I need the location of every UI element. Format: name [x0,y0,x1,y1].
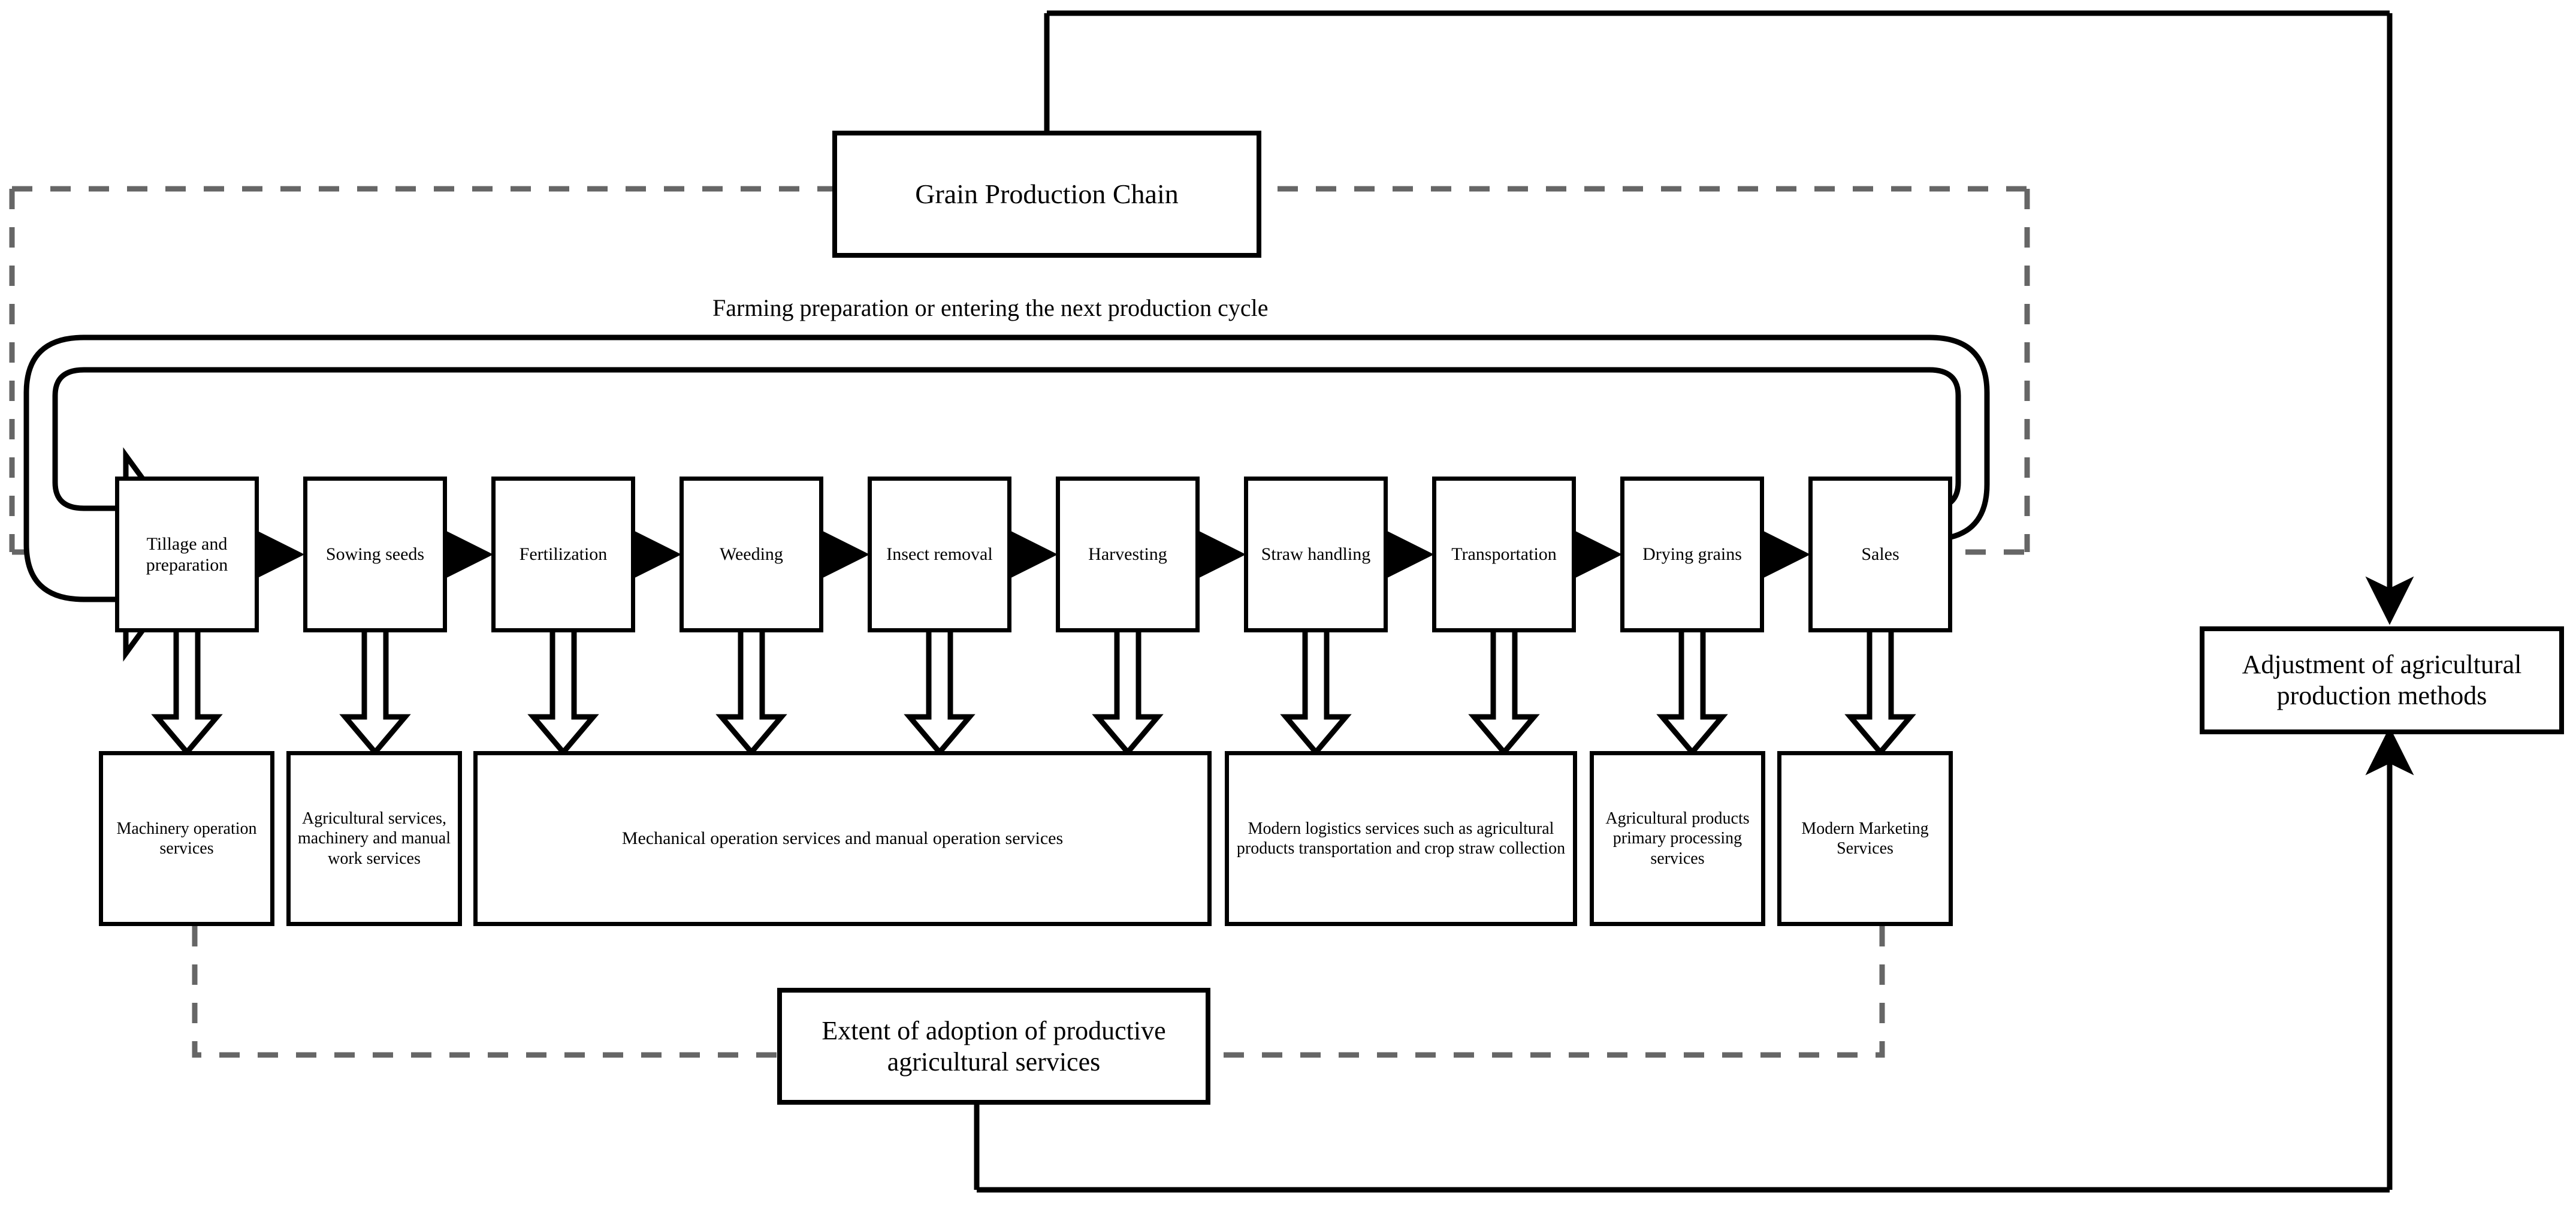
chain-step-insect-removal[interactable]: Insect removal [868,477,1011,632]
adoption-dashed-links [192,926,1885,1058]
adjustment-methods-box[interactable]: Adjustment of agricultural production me… [2200,626,2564,734]
adoption-extent-box[interactable]: Extent of adoption of productive agricul… [777,988,1210,1105]
service-down-arrows [151,613,1916,756]
service-box-label: Modern logistics services such as agricu… [1236,819,1566,858]
chain-step-tillage[interactable]: Tillage and preparation [115,477,259,632]
service-box-label: Mechanical operation services and manual… [621,828,1064,849]
adjustment-methods-label: Adjustment of agricultural production me… [2242,650,2522,710]
chain-step-label: Harvesting [1088,544,1167,565]
title-box[interactable]: Grain Production Chain [832,131,1261,258]
chain-step-label: Sowing seeds [325,544,425,565]
service-box-agricultural-machinery-manual[interactable]: Agricultural services, machinery and man… [286,751,462,926]
chain-step-label: Straw handling [1261,544,1371,565]
chain-step-straw-handling[interactable]: Straw handling [1244,477,1388,632]
cycle-caption-text: Farming preparation or entering the next… [712,294,1269,321]
service-box-mechanical-manual-operation[interactable]: Mechanical operation services and manual… [473,751,1212,926]
chain-step-drying-grains[interactable]: Drying grains [1620,477,1764,632]
chain-step-harvesting[interactable]: Harvesting [1056,477,1200,632]
recycle-loop-arrow [23,334,1990,662]
chain-step-transportation[interactable]: Transportation [1432,477,1576,632]
chain-step-weeding[interactable]: Weeding [680,477,823,632]
chain-step-label: Transportation [1451,544,1557,565]
chain-step-sowing-seeds[interactable]: Sowing seeds [303,477,447,632]
service-box-label: Agricultural products primary processing… [1605,809,1750,868]
adoption-to-adjustment-connector [974,726,2414,1193]
service-box-primary-processing[interactable]: Agricultural products primary processing… [1590,751,1765,926]
chain-step-sales[interactable]: Sales [1808,477,1952,632]
chain-step-label: Drying grains [1642,544,1742,565]
chain-step-fertilization[interactable]: Fertilization [491,477,635,632]
chain-step-label: Sales [1861,544,1899,565]
cycle-caption: Farming preparation or entering the next… [712,294,1268,322]
service-box-label: Machinery operation services [116,819,257,858]
service-box-label: Modern Marketing Services [1801,819,1929,858]
chain-step-label: Fertilization [519,544,608,565]
title-box-label: Grain Production Chain [915,178,1179,209]
title-stem-connector [1044,10,2414,625]
chain-step-label: Weeding [720,544,783,565]
adoption-extent-label: Extent of adoption of productive agricul… [822,1015,1166,1077]
chain-step-label: Insect removal [886,544,993,565]
service-box-modern-marketing[interactable]: Modern Marketing Services [1777,751,1953,926]
service-box-machinery-operation[interactable]: Machinery operation services [99,751,274,926]
service-box-label: Agricultural services, machinery and man… [297,809,451,868]
chain-step-label: Tillage and preparation [146,533,228,575]
service-box-modern-logistics[interactable]: Modern logistics services such as agricu… [1225,751,1577,926]
